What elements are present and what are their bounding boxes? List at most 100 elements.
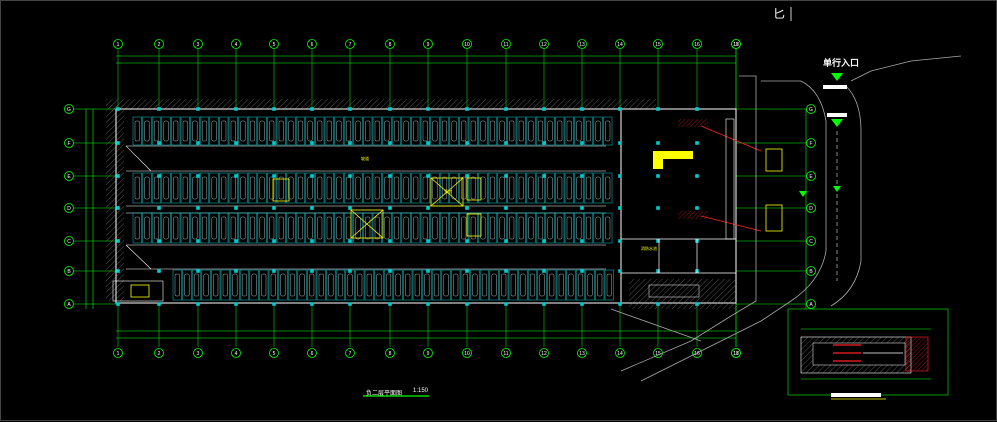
axis-bubble — [385, 39, 395, 49]
car-symbol — [597, 273, 603, 297]
car-symbol — [414, 273, 420, 297]
axis-bubble — [806, 104, 816, 114]
parking-space — [151, 172, 162, 204]
parking-space — [305, 116, 315, 146]
car-symbol — [163, 216, 169, 240]
parking-space — [307, 269, 317, 301]
car-symbol — [595, 216, 601, 240]
car-symbol — [394, 216, 400, 240]
axis-bubble — [423, 39, 433, 49]
car-symbol — [173, 120, 179, 142]
parking-space — [343, 116, 354, 146]
parking-space — [201, 269, 211, 301]
parking-space — [430, 116, 440, 146]
car-symbol — [259, 216, 265, 240]
parking-space — [151, 116, 162, 146]
structural-column — [116, 206, 120, 210]
parking-space — [411, 116, 421, 146]
car-symbol — [153, 120, 159, 142]
parking-space — [180, 116, 190, 146]
structural-column — [116, 269, 120, 273]
car-symbol — [576, 216, 582, 240]
parking-space — [132, 212, 142, 244]
structural-column — [695, 206, 699, 210]
car-symbol — [374, 216, 380, 240]
structural-column — [426, 269, 430, 273]
structural-column — [196, 141, 200, 145]
structural-column — [388, 239, 392, 243]
structural-column — [348, 107, 352, 111]
parking-space — [382, 212, 392, 244]
car-symbol — [307, 120, 313, 142]
car-symbol — [491, 273, 497, 297]
parking-space — [211, 269, 221, 301]
car-symbol — [298, 120, 304, 142]
car-symbol — [499, 176, 505, 200]
axis-bubble — [307, 39, 317, 49]
car-symbol — [365, 216, 371, 240]
car-symbol — [221, 176, 227, 200]
parking-space — [172, 269, 182, 301]
parking-space — [497, 172, 507, 204]
parking-space — [468, 172, 478, 204]
axis-bubble-label: 6 — [311, 351, 314, 357]
axis-bubble-label: F — [809, 141, 812, 147]
car-symbol — [374, 176, 380, 200]
car-symbol — [317, 216, 323, 240]
car-symbol — [403, 216, 409, 240]
parking-space — [334, 116, 344, 146]
parking-space — [575, 269, 586, 301]
parking-space — [199, 172, 210, 204]
structural-column — [504, 174, 508, 178]
structural-column — [656, 141, 660, 145]
axis-bubble-label: B — [809, 269, 813, 275]
parking-space — [516, 116, 526, 146]
structural-column — [426, 206, 430, 210]
parking-space — [441, 269, 451, 301]
car-symbol — [269, 120, 275, 142]
axis-bubble-label: C — [67, 239, 71, 245]
parking-space — [295, 116, 306, 146]
car-symbol — [222, 273, 228, 297]
axis-bubble — [806, 299, 816, 309]
parking-space — [430, 212, 440, 244]
structural-column — [196, 239, 200, 243]
car-symbol — [386, 273, 392, 297]
structural-column — [504, 141, 508, 145]
structural-column — [656, 269, 660, 273]
room-label: 消防水池 — [641, 246, 657, 251]
axis-bubble-label: 9 — [427, 351, 430, 357]
parking-space — [239, 269, 250, 301]
axis-bubble-label: 4 — [235, 42, 238, 48]
car-symbol — [192, 176, 198, 200]
car-symbol — [490, 216, 496, 240]
parking-space — [574, 116, 584, 146]
car-symbol — [163, 176, 169, 200]
car-symbol — [298, 176, 304, 200]
parking-space — [257, 212, 267, 244]
parking-space — [459, 172, 469, 204]
parking-space — [353, 116, 363, 146]
structural-column — [695, 302, 699, 306]
car-symbol — [539, 273, 545, 297]
parking-space — [583, 172, 594, 204]
car-symbol — [413, 120, 419, 142]
plan-title: 负二层平面图 — [366, 391, 403, 397]
parking-space — [545, 172, 555, 204]
parking-space — [219, 212, 229, 244]
access-road — [610, 55, 962, 382]
car-symbol — [278, 216, 284, 240]
parking-space — [335, 269, 346, 301]
car-symbol — [278, 120, 284, 142]
car-symbol — [557, 216, 563, 240]
car-symbol — [538, 176, 544, 200]
car-symbol — [538, 216, 544, 240]
axis-bubble-label: 5 — [273, 42, 276, 48]
dimension-lines — [85, 55, 807, 339]
structural-column — [542, 206, 546, 210]
parking-space — [363, 116, 373, 146]
car-symbol — [568, 273, 574, 297]
structural-column — [272, 174, 276, 178]
structural-column — [542, 269, 546, 273]
axis-bubble — [577, 39, 587, 49]
